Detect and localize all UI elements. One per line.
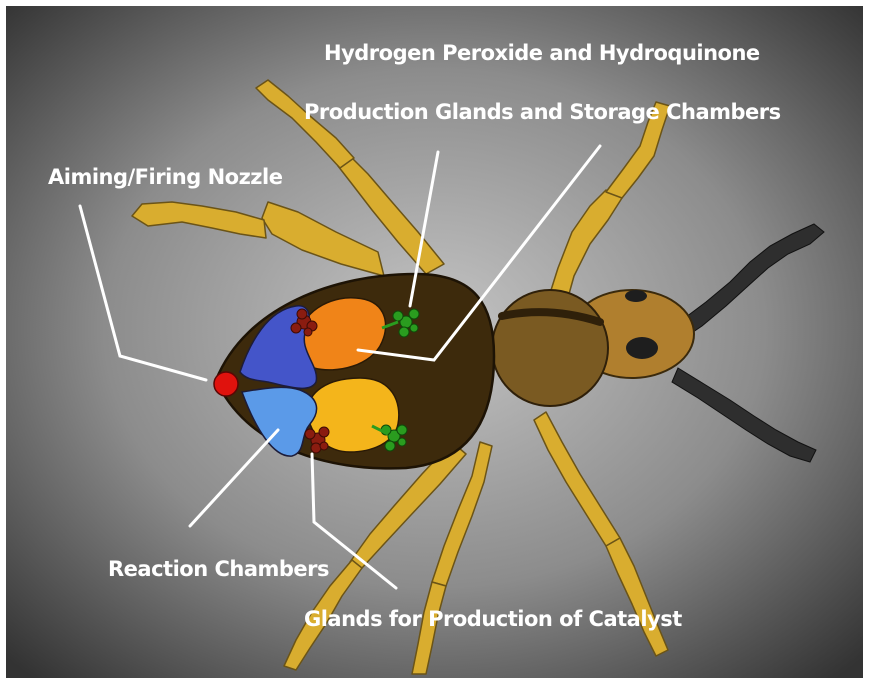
label-glands-line2: Production Glands and Storage Chambers: [304, 100, 781, 124]
label-nozzle: Aiming/Firing Nozzle: [48, 165, 283, 189]
label-glands-line1: Hydrogen Peroxide and Hydroquinone: [324, 41, 760, 65]
beetle-diagram: Hydrogen Peroxide and Hydroquinone Produ…: [6, 6, 863, 678]
label-catalyst-glands: Glands for Production of Catalyst: [304, 607, 682, 631]
label-reaction-chambers: Reaction Chambers: [108, 557, 329, 581]
eye-upper: [625, 290, 647, 302]
eye-lower: [626, 337, 658, 359]
firing-nozzle: [214, 372, 238, 396]
diagram-canvas: Hydrogen Peroxide and Hydroquinone Produ…: [6, 6, 863, 678]
beetle-thorax: [492, 290, 608, 406]
